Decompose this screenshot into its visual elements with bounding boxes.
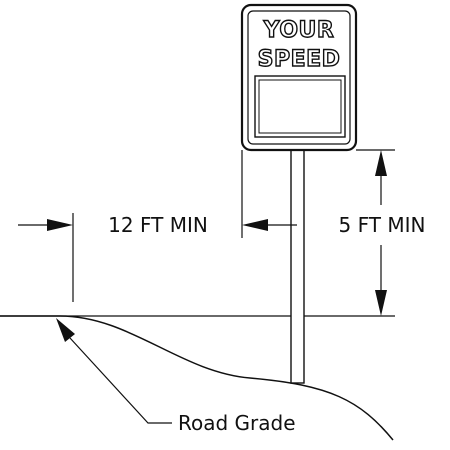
sign-post	[290, 149, 305, 384]
sign-panel-outer	[240, 3, 358, 152]
sign-panel-inner	[247, 10, 351, 145]
dimension-arrow-down	[375, 290, 387, 316]
sign-text-speed: SPEED	[258, 47, 341, 72]
horizontal-dimension-label: 12 FT MIN	[108, 213, 208, 237]
vertical-dimension-label: 5 FT MIN	[339, 213, 426, 237]
sign-text-your: YOUR	[263, 18, 335, 43]
speed-display-window-outer	[254, 75, 346, 138]
dimension-arrow-left	[242, 219, 268, 231]
callout-leader-line	[69, 337, 172, 424]
callout-arrow	[56, 318, 75, 342]
road-grade-curve	[0, 315, 394, 441]
road-grade-label: Road Grade	[178, 411, 296, 435]
speed-display-window-inner	[258, 79, 342, 134]
dimension-arrow-right	[47, 219, 73, 231]
dimension-arrow-up	[375, 150, 387, 176]
